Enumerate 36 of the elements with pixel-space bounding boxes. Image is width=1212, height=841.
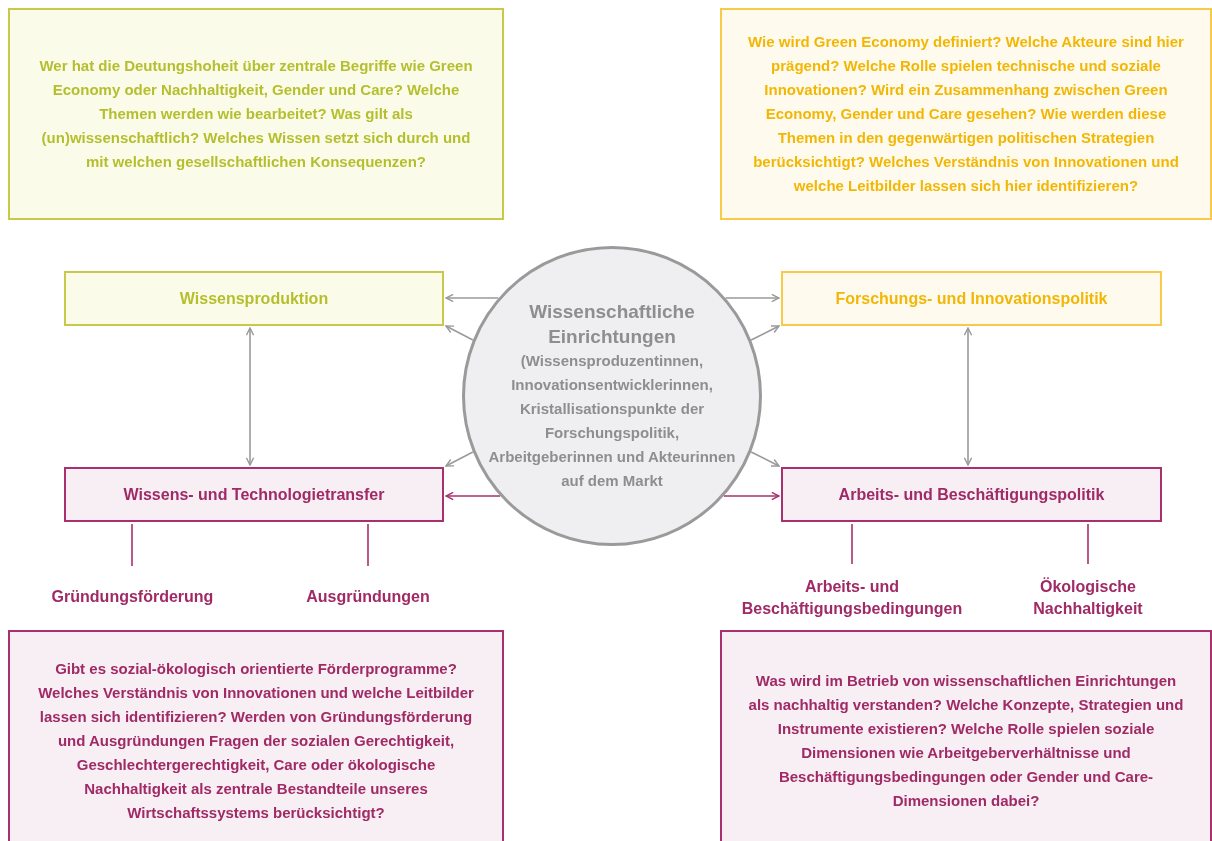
topic-label: Arbeits- und Beschäftigungsbedingungen xyxy=(740,577,964,619)
arrow xyxy=(750,451,780,467)
connector-line xyxy=(1087,523,1089,565)
topic-box xyxy=(781,467,1162,522)
arrow xyxy=(245,327,255,466)
question-text: Gibt es sozial-ökologisch orientierte Förderprogramme? Welches Verständnis von Innovationen und welche Leitbilder lassen sich identifizieren? Werden von Gründungsförderung und Ausgründungen Fragen der sozialen Gerechtigkeit, Geschlechtergerechtigkeit, Care oder ökologische Nachhaltigkeit als zentrale Bestandteile unseres Wirtschaftssystems berücksichtigt? xyxy=(37,659,475,823)
topic-label: Ausgründungen xyxy=(306,587,430,607)
circle-heading: Wissenschaftliche Einrichtungen xyxy=(528,300,696,349)
box-label: Forschungs- und Innovationspolitik xyxy=(835,288,1108,309)
arrow xyxy=(963,327,973,466)
topic-box xyxy=(64,467,444,522)
topic-label: Ökologische Nachhaltigkeit xyxy=(1032,576,1144,619)
circle-description: (Wissensproduzentinnen, Innovationsentwicklerinnen, Kristallisationspunkte der Forschungspolitik, Arbeitgeberinnen und Akteurinnen auf dem Markt xyxy=(487,351,737,491)
arrow xyxy=(445,451,474,467)
question-box xyxy=(8,630,504,841)
question-box xyxy=(720,630,1212,841)
connector-line xyxy=(131,523,133,567)
arrow xyxy=(724,293,780,303)
topic-label: Gründungsförderung xyxy=(51,587,214,607)
question-text: Wer hat die Deutungshoheit über zentrale Begriffe wie Green Economy oder Nachhaltigkeit, Gender und Care? Welche Themen werden wie bearbeitet? Was gilt als (un)wissenschaftlich? Welches Wissen setzt sich durch und mit welchen gesellschaftlichen Konsequenzen? xyxy=(38,56,474,172)
connector-line xyxy=(851,523,853,565)
box-label: Wissens- und Technologietransfer xyxy=(123,484,385,505)
arrow xyxy=(750,325,780,341)
box-label: Arbeits- und Beschäftigungspolitik xyxy=(838,484,1105,505)
question-text: Was wird im Betrieb von wissenschaftlichen Einrichtungen als nachhaltig verstanden? Welche Konzepte, Strategien und Instrumente existieren? Welche Rolle spielen soziale Dimensionen wie Arbeitgeberverhältnisse und Beschäftigungsbedingungen oder Gender und Care-Dimensionen dabei? xyxy=(747,671,1185,811)
question-box xyxy=(8,8,504,220)
question-box xyxy=(720,8,1212,220)
topic-box xyxy=(64,271,444,326)
connector-line xyxy=(367,523,369,567)
topic-box xyxy=(781,271,1162,326)
question-text: Wie wird Green Economy definiert? Welche Akteure sind hier prägend? Welche Rolle spielen technische und soziale Innovationen? Wird ein Zusammenhang zwischen Green Economy, Gender und Care gesehen? Wie werden diese Themen in den gegenwärtigen politischen Strategien berücksichtigt? Welches Verständnis von Innovationen und welche Leitbilder lassen sich hier identifizieren? xyxy=(747,32,1185,196)
arrow xyxy=(445,491,501,501)
arrow xyxy=(445,293,500,303)
box-label: Wissensproduktion xyxy=(179,288,329,309)
arrow xyxy=(723,491,780,501)
arrow xyxy=(445,325,474,341)
